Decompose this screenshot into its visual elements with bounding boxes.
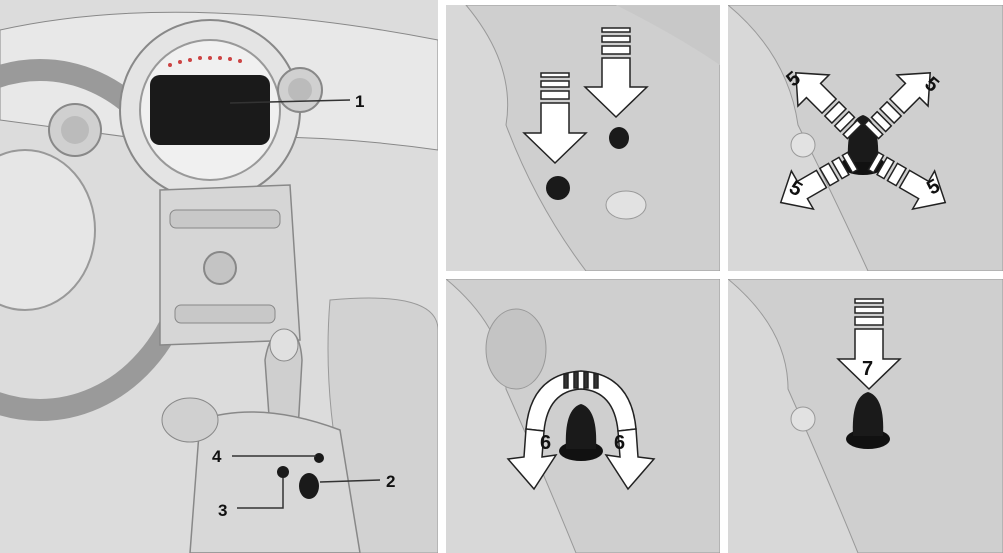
step-press-panel bbox=[446, 5, 720, 271]
rotate-label-right: 6 bbox=[614, 432, 625, 454]
step-directions-panel: 5 5 5 5 bbox=[728, 5, 1003, 271]
step-press-controller-panel: 7 bbox=[728, 279, 1003, 553]
knob-right bbox=[609, 127, 629, 149]
directions-illustration: 5 5 5 5 bbox=[728, 5, 1003, 271]
rotate-label-left: 6 bbox=[540, 432, 551, 454]
press-down-illustration bbox=[446, 5, 720, 271]
press-controller-illustration: 7 bbox=[728, 279, 1003, 553]
cockpit-illustration: 1 2 3 4 bbox=[0, 0, 438, 553]
button-4 bbox=[314, 453, 324, 463]
cockpit-overview-panel: 1 2 3 4 bbox=[0, 0, 438, 553]
button-3 bbox=[277, 466, 289, 478]
callout-3: 3 bbox=[218, 501, 227, 520]
knob-left bbox=[546, 176, 570, 200]
callout-2: 2 bbox=[386, 472, 395, 491]
step-rotate-panel: 6 6 bbox=[446, 279, 720, 553]
press-label: 7 bbox=[862, 358, 873, 380]
controller-2 bbox=[299, 473, 319, 499]
callout-4: 4 bbox=[212, 447, 222, 466]
callout-1: 1 bbox=[355, 92, 364, 111]
control-display bbox=[150, 75, 270, 145]
rotate-illustration: 6 6 bbox=[446, 279, 720, 553]
